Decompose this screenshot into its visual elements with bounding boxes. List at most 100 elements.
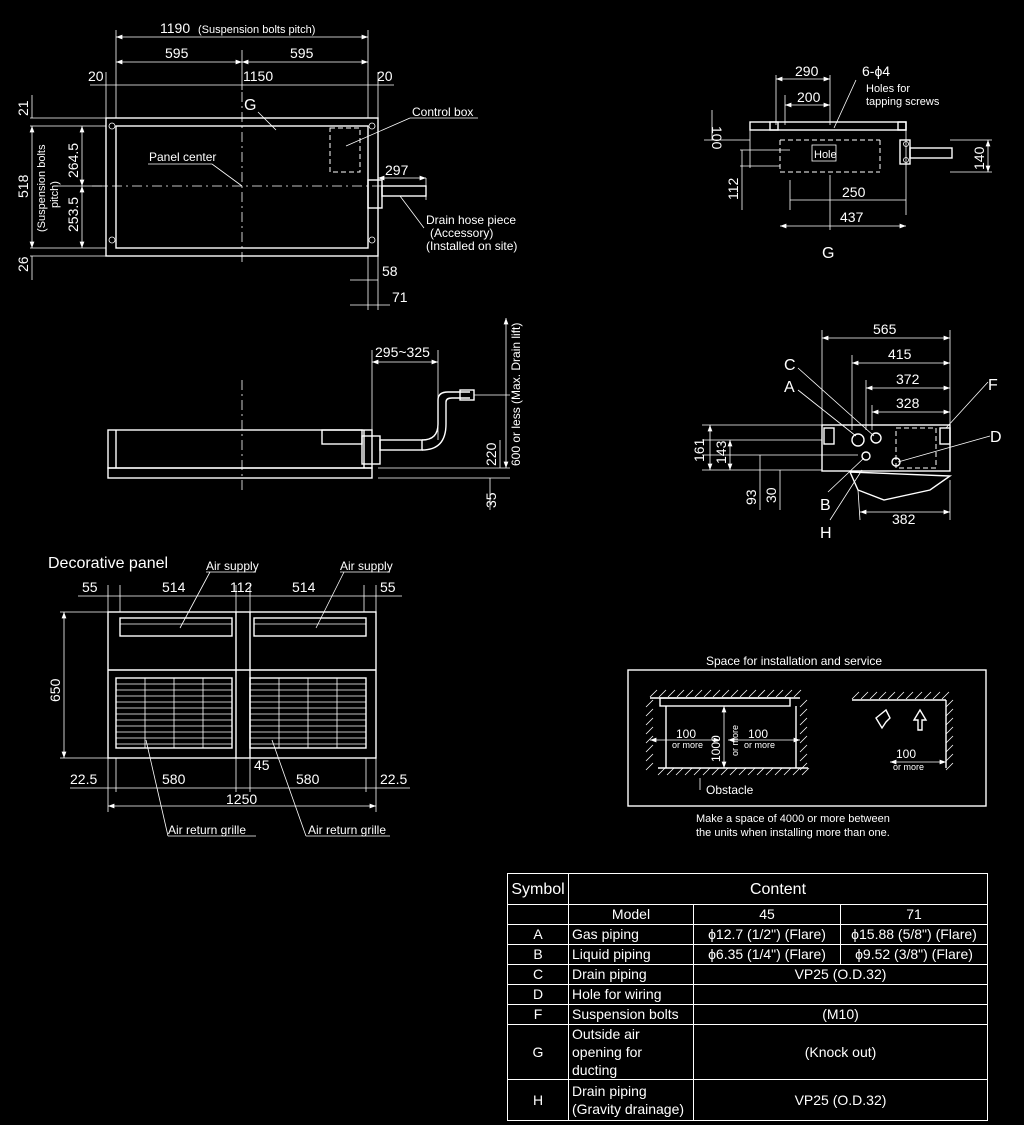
dim-140: 140: [971, 146, 987, 170]
dim-415: 415: [888, 346, 912, 362]
label-d: D: [990, 429, 1002, 446]
panel-title: Decorative panel: [48, 555, 168, 572]
detail-g-view: 290 200 6-ϕ4 Holes for tapping screws Ho…: [704, 63, 992, 262]
dim-382: 382: [892, 511, 916, 527]
dim-595a: 595: [165, 45, 189, 61]
dim-595b: 595: [290, 45, 314, 61]
dim-565: 565: [873, 321, 897, 337]
more-c: or more: [744, 740, 775, 750]
symbol-cell: F: [507, 1004, 569, 1025]
symbol-cell: C: [507, 964, 569, 985]
model-71: 71: [840, 904, 988, 925]
dim-514a: 514: [162, 579, 186, 595]
dim-71: 71: [392, 289, 408, 305]
d100b: 100: [748, 727, 768, 741]
dim-21: 21: [15, 100, 31, 116]
dim-143: 143: [713, 440, 729, 464]
dim-20a: 20: [88, 68, 104, 84]
label-g: G: [244, 97, 256, 114]
value-71: ϕ9.52 (3/8") (Flare): [840, 944, 988, 965]
table-row: H Drain piping (Gravity drainage) VP25 (…: [507, 1079, 988, 1121]
panel-view: Decorative panel Air supply Air supply 5…: [47, 555, 410, 837]
dim-264-5: 264.5: [65, 143, 81, 178]
content-name: Gas piping: [568, 924, 694, 945]
dim-112: 112: [725, 177, 741, 200]
content-name: Drain piping: [568, 964, 694, 985]
dim-514b: 514: [292, 579, 316, 595]
dim-220: 220: [483, 442, 499, 466]
dim-328: 328: [896, 395, 920, 411]
content-name: Hole for wiring: [568, 984, 694, 1005]
header-symbol: Symbol: [507, 873, 569, 905]
d100a: 100: [676, 727, 696, 741]
table-row: C Drain piping VP25 (O.D.32): [507, 964, 988, 985]
air-return-label-2: Air return grille: [308, 823, 386, 837]
obstacle-label: Obstacle: [706, 783, 754, 797]
model-label: Model: [568, 904, 694, 925]
label-f: F: [988, 377, 998, 394]
side-view: 295~325 220 600 or less (Max. Drain lift…: [107, 318, 523, 510]
value-both: VP25 (O.D.32): [693, 1079, 988, 1121]
holes-note-1: Holes for: [866, 83, 910, 95]
label-a: A: [784, 379, 795, 396]
service-note-1: Make a space of 4000 or more between: [696, 813, 890, 825]
model-45: 45: [693, 904, 841, 925]
holes-note-2: tapping screws: [866, 96, 940, 108]
label-b: B: [820, 497, 831, 514]
air-supply-label-2: Air supply: [340, 559, 393, 573]
spec-table: Symbol Content Model 45 71 A Gas piping …: [507, 873, 988, 1121]
dim-518: 518: [15, 174, 31, 198]
d1000: 1000: [709, 735, 723, 762]
dim-580b: 580: [296, 771, 320, 787]
dim-35: 35: [483, 492, 499, 508]
dim-1190: 1190: [160, 20, 190, 36]
table-row: B Liquid piping ϕ6.35 (1/4") (Flare) ϕ9.…: [507, 944, 988, 965]
value-both: [693, 984, 988, 1005]
table-row: F Suspension bolts (M10): [507, 1004, 988, 1025]
table-row: A Gas piping ϕ12.7 (1/2") (Flare) ϕ15.88…: [507, 924, 988, 945]
dim-161: 161: [691, 438, 707, 462]
value-both: (M10): [693, 1004, 988, 1025]
dim-58: 58: [382, 263, 398, 279]
hole-label: Hole: [814, 149, 837, 161]
table-row-model: Model 45 71: [507, 904, 988, 925]
dim-1150: 1150: [243, 68, 273, 84]
detail-g-label: G: [822, 245, 834, 262]
value-both: (Knock out): [693, 1024, 988, 1080]
content-name: Drain piping (Gravity drainage): [568, 1079, 694, 1121]
service-space-title: Space for installation and service: [706, 654, 882, 668]
label-c: C: [784, 357, 796, 374]
service-space-view: Space for installation and service 100 o…: [627, 654, 987, 839]
service-note-2: the units when installing more than one.: [696, 827, 890, 839]
dim-22-5a: 22.5: [70, 771, 97, 787]
dim-253-5: 253.5: [65, 197, 81, 232]
dim-200: 200: [797, 89, 821, 105]
air-return-label-1: Air return grille: [168, 823, 246, 837]
dim-437: 437: [840, 209, 864, 225]
more-b: or more: [730, 725, 740, 756]
symbol-cell: D: [507, 984, 569, 1005]
symbol-cell: A: [507, 924, 569, 945]
end-view: 565 415 372 328 382 161 143 93 30 C A B: [691, 321, 1002, 542]
dim-295-325: 295~325: [375, 344, 430, 360]
dim-93: 93: [743, 489, 759, 505]
air-supply-label-1: Air supply: [206, 559, 259, 573]
dim-20b: 20: [377, 68, 393, 84]
dim-30: 30: [763, 487, 779, 503]
dim-45: 45: [254, 757, 270, 773]
symbol-cell: H: [507, 1079, 569, 1121]
drain-hose-label-1: Drain hose piece: [426, 213, 516, 227]
dim-1250: 1250: [226, 791, 257, 807]
value-45: ϕ12.7 (1/2") (Flare): [693, 924, 841, 945]
dim-55a: 55: [82, 579, 98, 595]
more-d: or more: [893, 762, 924, 772]
dim-26: 26: [15, 256, 31, 272]
more-a: or more: [672, 740, 703, 750]
dim-580a: 580: [162, 771, 186, 787]
dim-100: 100: [709, 126, 725, 150]
value-both: VP25 (O.D.32): [693, 964, 988, 985]
susp-note-1: (Suspension bolts: [36, 144, 48, 232]
drain-hose-label-2: (Accessory): [430, 226, 493, 240]
table-row: D Hole for wiring: [507, 984, 988, 1005]
